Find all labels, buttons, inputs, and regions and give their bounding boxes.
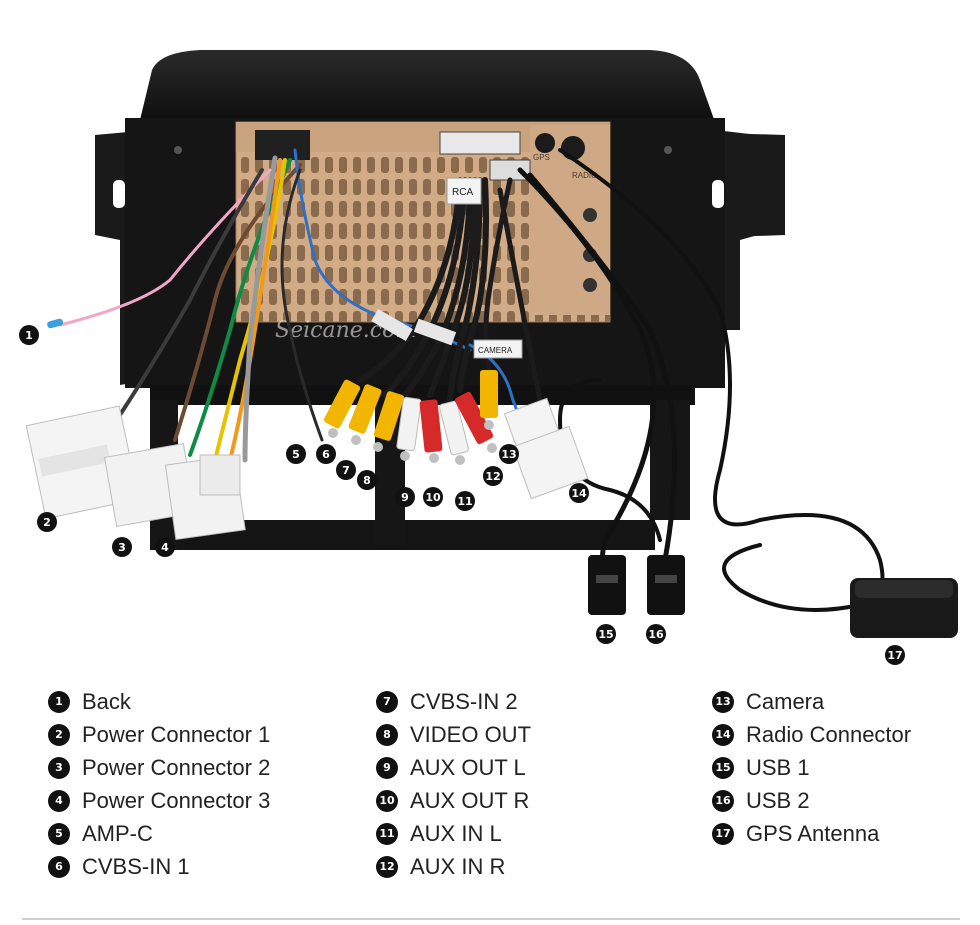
legend-number: 15 [712,756,734,779]
legend-item: 8 VIDEO OUT [376,718,531,751]
callout-8: 8 [357,470,377,490]
camera-sticker-label: CAMERA [478,346,513,355]
legend-label: Back [82,688,131,714]
radio-chassis: RADIO GPS [235,121,611,323]
callout-16: 16 [646,624,666,644]
legend-label: CVBS-IN 2 [410,688,518,714]
legend-number: 7 [376,690,398,713]
legend-number: 6 [48,855,70,878]
callout-5: 5 [286,444,306,464]
legend-label: USB 1 [746,754,810,780]
legend-item: 3 Power Connector 2 [48,751,270,784]
legend-item: 11 AUX IN L [376,817,531,850]
legend-item: 17 GPS Antenna [712,817,911,850]
legend-label: VIDEO OUT [410,721,532,747]
callout-1: 1 [19,325,39,345]
legend-number: 14 [712,723,734,746]
legend-label: Power Connector 1 [82,721,271,747]
radio-port-label: RADIO [572,171,597,180]
callout-17: 17 [885,645,905,665]
rca-plugs: RCA CAMERA [323,177,523,465]
legend-number: 1 [48,690,70,713]
legend-number: 4 [48,789,70,812]
legend-label: AUX IN L [410,820,502,846]
rca-sticker-label: RCA [452,187,473,198]
callout-7: 7 [336,460,356,480]
callout-4: 4 [155,537,175,557]
legend-item: 5 AMP-C [48,817,270,850]
legend-item: 13 Camera [712,685,911,718]
legend-number: 12 [376,855,398,878]
bottom-divider [22,918,960,920]
callout-13: 13 [499,444,519,464]
legend-label: AUX OUT R [410,787,530,813]
callout-11: 11 [455,491,475,511]
head-unit-wiring-photo: RADIO GPS Seicane.com [25,50,958,638]
legend-item: 16 USB 2 [712,784,911,817]
legend-label: Radio Connector [746,721,912,747]
callout-15: 15 [596,624,616,644]
gps-port-label: GPS [533,153,550,162]
legend-label: AUX IN R [410,853,506,879]
legend-label: Power Connector 3 [82,787,271,813]
callout-6: 6 [316,444,336,464]
legend-number: 13 [712,690,734,713]
legend-column-3: 13 Camera 14 Radio Connector 15 USB 1 16 USB… [712,685,911,850]
legend-item: 2 Power Connector 1 [48,718,270,751]
legend-label: AUX OUT L [410,754,526,780]
legend-label: GPS Antenna [746,820,880,846]
callout-9: 9 [395,487,415,507]
legend-label: AMP-C [82,820,153,846]
legend-number: 2 [48,723,70,746]
callout-14: 14 [569,483,589,503]
callout-12: 12 [483,466,503,486]
legend-label: Camera [746,688,825,714]
legend-item: 1 Back [48,685,270,718]
legend-item: 4 Power Connector 3 [48,784,270,817]
legend-number: 8 [376,723,398,746]
legend-number: 11 [376,822,398,845]
legend-number: 3 [48,756,70,779]
callout-2: 2 [37,512,57,532]
legend-column-2: 7 CVBS-IN 2 8 VIDEO OUT 9 AUX OUT L 10 AUX O… [376,685,531,883]
legend-number: 5 [48,822,70,845]
legend-number: 10 [376,789,398,812]
legend-item: 9 AUX OUT L [376,751,531,784]
callout-3: 3 [112,537,132,557]
legend-item: 15 USB 1 [712,751,911,784]
legend-number: 9 [376,756,398,779]
harness-connectors [25,318,958,638]
legend-item: 12 AUX IN R [376,850,531,883]
legend-item: 14 Radio Connector [712,718,911,751]
legend-label: CVBS-IN 1 [82,853,190,879]
legend-label: Power Connector 2 [82,754,271,780]
legend-item: 10 AUX OUT R [376,784,531,817]
legend-item: 6 CVBS-IN 1 [48,850,270,883]
legend-label: USB 2 [746,787,810,813]
legend-number: 16 [712,789,734,812]
legend-item: 7 CVBS-IN 2 [376,685,531,718]
callout-10: 10 [423,487,443,507]
legend-number: 17 [712,822,734,845]
